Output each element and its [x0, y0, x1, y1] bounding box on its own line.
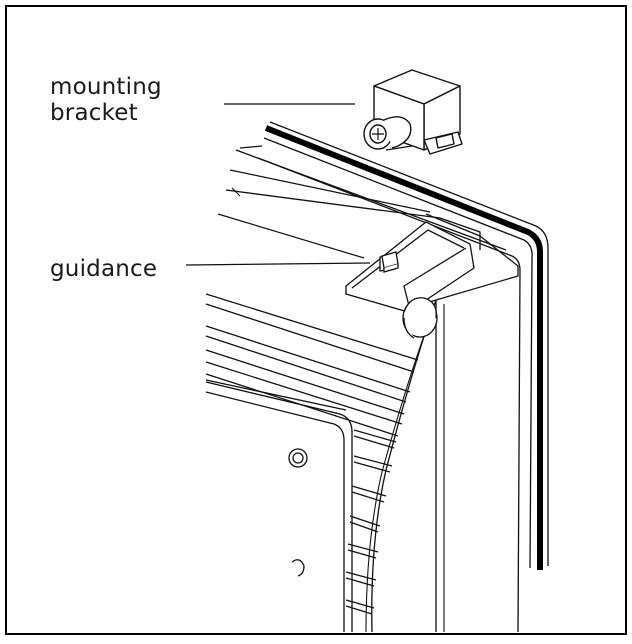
label-mounting-bracket-line2: bracket: [50, 100, 138, 126]
label-mounting-bracket-line1: mounting: [50, 74, 162, 100]
corner-stud: [402, 297, 438, 339]
label-mounting-bracket: mounting bracket: [50, 74, 162, 126]
mounting-bracket-part: [363, 69, 463, 155]
label-guidance: guidance: [50, 256, 157, 282]
label-guidance-text: guidance: [50, 256, 158, 282]
side-fins: [345, 429, 397, 615]
rear-ribs: [205, 293, 419, 437]
figure-frame: [5, 5, 627, 635]
device-housing: [217, 121, 549, 633]
guidance-slot: [345, 221, 475, 313]
back-panel: [205, 381, 353, 632]
leader-line-guidance: [185, 262, 371, 266]
